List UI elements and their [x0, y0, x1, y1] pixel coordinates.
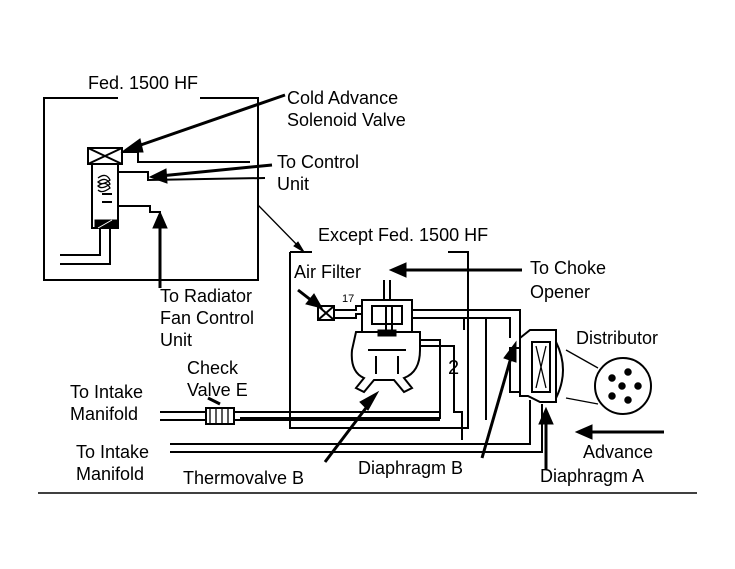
label-to-choke: To Choke: [530, 258, 606, 278]
label-check: Check: [187, 358, 239, 378]
label-manifold-2: Manifold: [76, 464, 144, 484]
except-fed-box: [289, 251, 469, 429]
label-cold-advance: Cold Advance: [287, 88, 398, 108]
label-thermovalve-b: Thermovalve B: [183, 468, 304, 488]
label-to-radiator: To Radiator: [160, 286, 252, 306]
label-port-17: 17: [342, 293, 354, 305]
label-valve-e: Valve E: [187, 380, 248, 400]
label-except-fed: Except Fed. 1500 HF: [318, 225, 488, 245]
label-fan-control: Fan Control: [160, 308, 254, 328]
label-air-filter: Air Filter: [294, 262, 361, 282]
label-to-control: To Control: [277, 152, 359, 172]
label-distributor: Distributor: [576, 328, 658, 348]
label-port-2: 2: [448, 357, 459, 379]
distributor: [509, 329, 652, 415]
label-to-control-unit: Unit: [277, 174, 309, 194]
label-solenoid-valve: Solenoid Valve: [287, 110, 406, 130]
label-advance: Advance: [583, 442, 653, 462]
fed-1500hf-box: [43, 97, 259, 281]
label-manifold-1: Manifold: [70, 404, 138, 424]
thermovalve-b: [350, 299, 421, 394]
cold-advance-solenoid-valve: [87, 147, 123, 229]
label-diaphragm-b: Diaphragm B: [358, 458, 463, 478]
label-to-intake-2: To Intake: [76, 442, 149, 462]
label-opener: Opener: [530, 282, 590, 302]
air-filter: [317, 305, 335, 321]
check-valve-e: [205, 407, 235, 425]
label-radiator-unit: Unit: [160, 330, 192, 350]
label-to-intake-1: To Intake: [70, 382, 143, 402]
label-fed-1500hf: Fed. 1500 HF: [88, 73, 198, 93]
label-diaphragm-a: Diaphragm A: [540, 466, 644, 486]
